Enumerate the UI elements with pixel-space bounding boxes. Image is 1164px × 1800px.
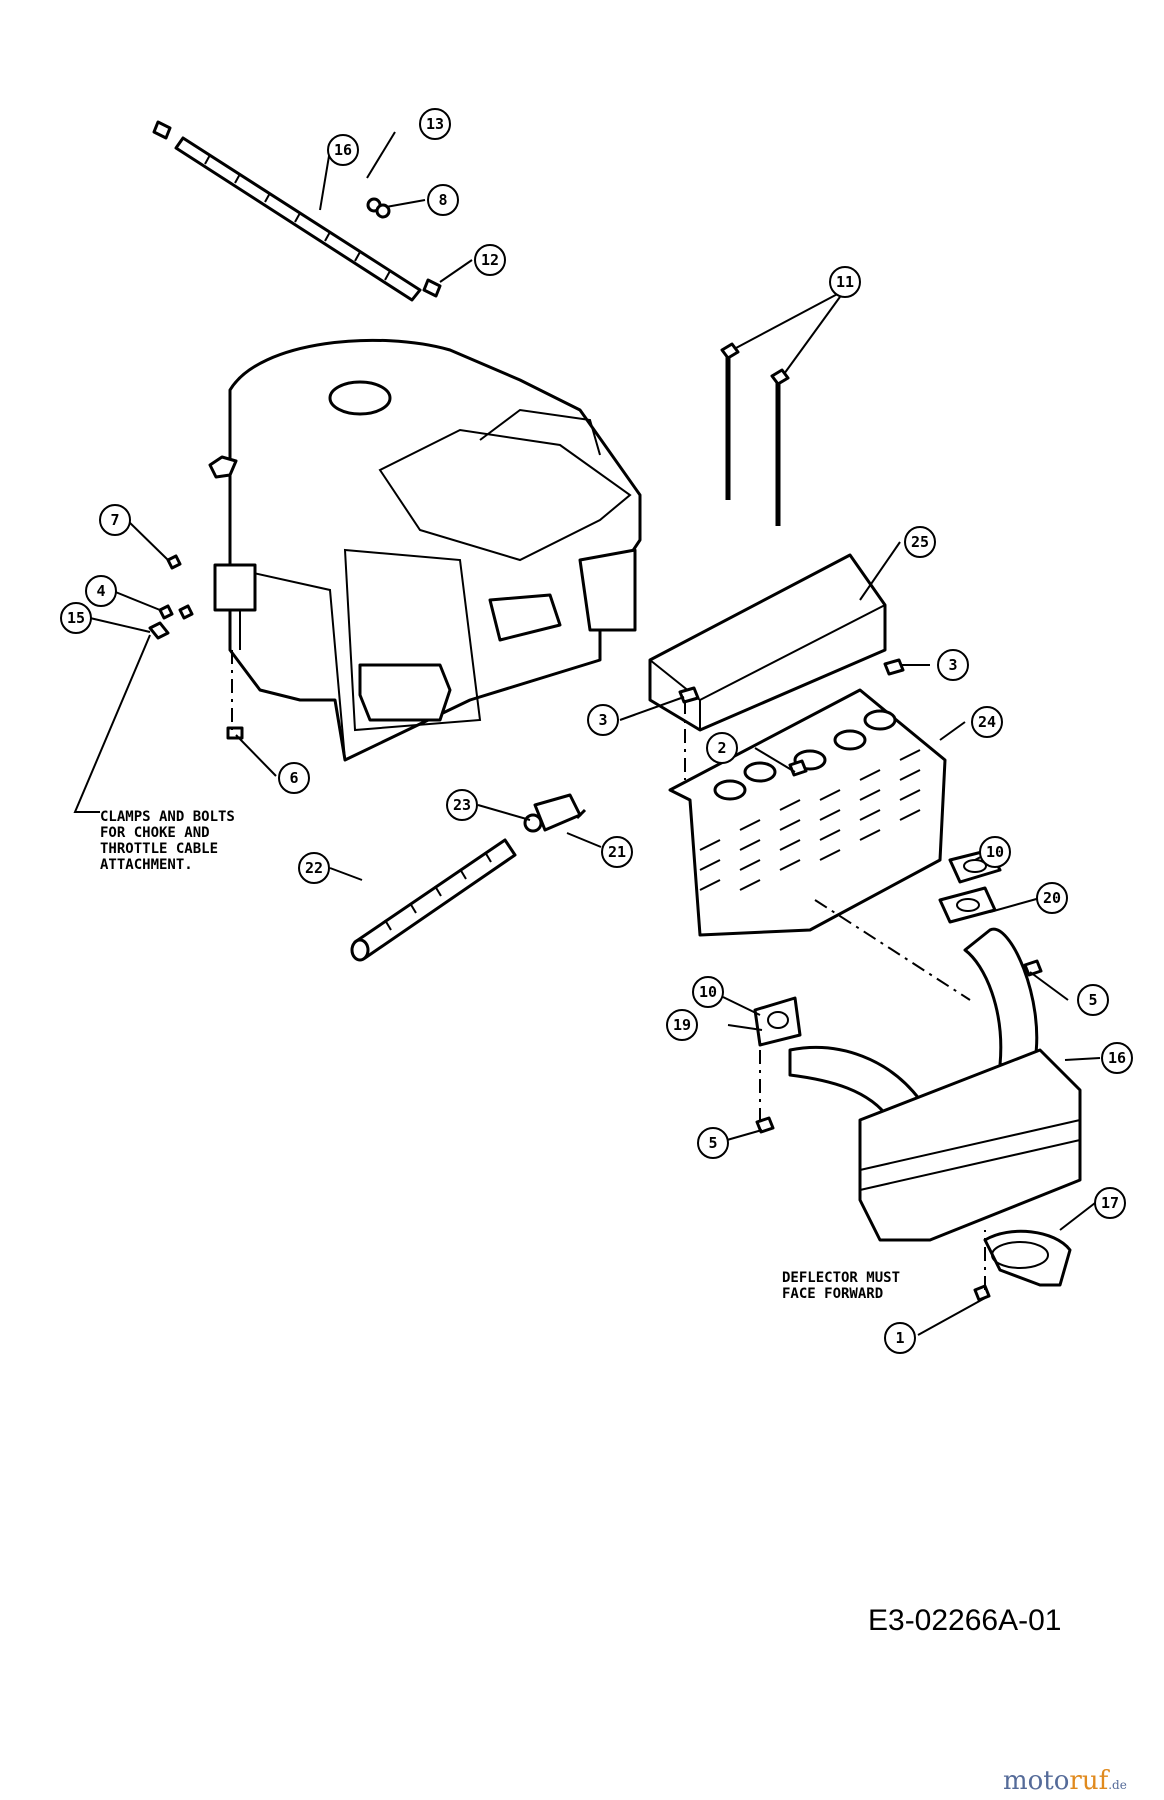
note-clamps-and-bolts: CLAMPS AND BOLTS FOR CHOKE AND THROTTLE … [100,809,235,873]
svg-text:12: 12 [481,251,499,269]
svg-text:25: 25 [911,533,929,551]
engine [208,338,642,818]
callout-21: 21 [601,836,633,868]
svg-text:7: 7 [110,511,119,529]
callout-15: 15 [60,602,92,634]
callout-4: 4 [85,575,117,607]
svg-text:20: 20 [1043,889,1061,907]
callout-23: 23 [446,789,478,821]
drawing-number: E3-02266A-01 [868,1604,1062,1637]
callout-16-muffler: 16 [1101,1042,1133,1074]
svg-text:8: 8 [438,191,447,209]
callout-16-top: 16 [327,134,359,166]
callout-17: 17 [1094,1187,1126,1219]
svg-text:5: 5 [1088,991,1097,1009]
callout-5-right: 5 [1077,984,1109,1016]
callout-8: 8 [427,184,459,216]
callout-6: 6 [278,762,310,794]
fuel-line-top [152,120,442,302]
motoruf-logo[interactable]: motoruf.de [1003,1766,1127,1796]
svg-text:22: 22 [305,859,323,877]
svg-text:19: 19 [673,1016,691,1034]
svg-text:3: 3 [598,711,607,729]
leader-lines [73,131,1101,1336]
svg-text:11: 11 [836,273,854,291]
fasteners [148,554,1043,1302]
svg-text:10: 10 [699,983,717,1001]
callout-20: 20 [1036,882,1068,914]
svg-text:23: 23 [453,796,471,814]
callout-2: 2 [706,732,738,764]
exhaust-pipe [350,793,582,962]
svg-text:10: 10 [986,843,1004,861]
svg-text:1: 1 [895,1329,904,1347]
spark-deflector [983,1229,1072,1287]
callout-25: 25 [904,526,936,558]
heat-shield-cover [648,553,887,732]
muffler-heat-shield [668,688,947,937]
callout-5-left: 5 [697,1127,729,1159]
callout-19: 19 [666,1009,698,1041]
svg-text:21: 21 [608,843,626,861]
svg-text:5: 5 [708,1134,717,1152]
svg-text:24: 24 [978,713,996,731]
callout-10-left: 10 [692,976,724,1008]
callout-11: 11 [829,266,861,298]
svg-text:13: 13 [426,115,444,133]
callout-7: 7 [99,504,131,536]
callout-10-right: 10 [979,836,1011,868]
callout-22: 22 [298,852,330,884]
logo-part-1: moto [1003,1766,1070,1796]
callout-3-left: 3 [587,704,619,736]
callout-13: 13 [419,108,451,140]
callout-3-right: 3 [937,649,969,681]
svg-text:15: 15 [67,609,85,627]
cable-ties [720,342,790,526]
callout-24: 24 [971,706,1003,738]
assembly-lines [231,650,986,1290]
svg-text:17: 17 [1101,1194,1119,1212]
logo-part-3: .de [1108,1778,1127,1792]
svg-text:3: 3 [948,656,957,674]
svg-text:16: 16 [334,141,352,159]
logo-part-2: ruf [1069,1766,1109,1796]
muffler [788,927,1082,1242]
note-deflector: DEFLECTOR MUST FACE FORWARD [782,1270,901,1302]
svg-text:4: 4 [96,582,105,600]
callout-12: 12 [474,244,506,276]
svg-text:6: 6 [289,769,298,787]
callout-1: 1 [884,1322,916,1354]
svg-text:16: 16 [1108,1049,1126,1067]
svg-text:2: 2 [717,739,726,757]
